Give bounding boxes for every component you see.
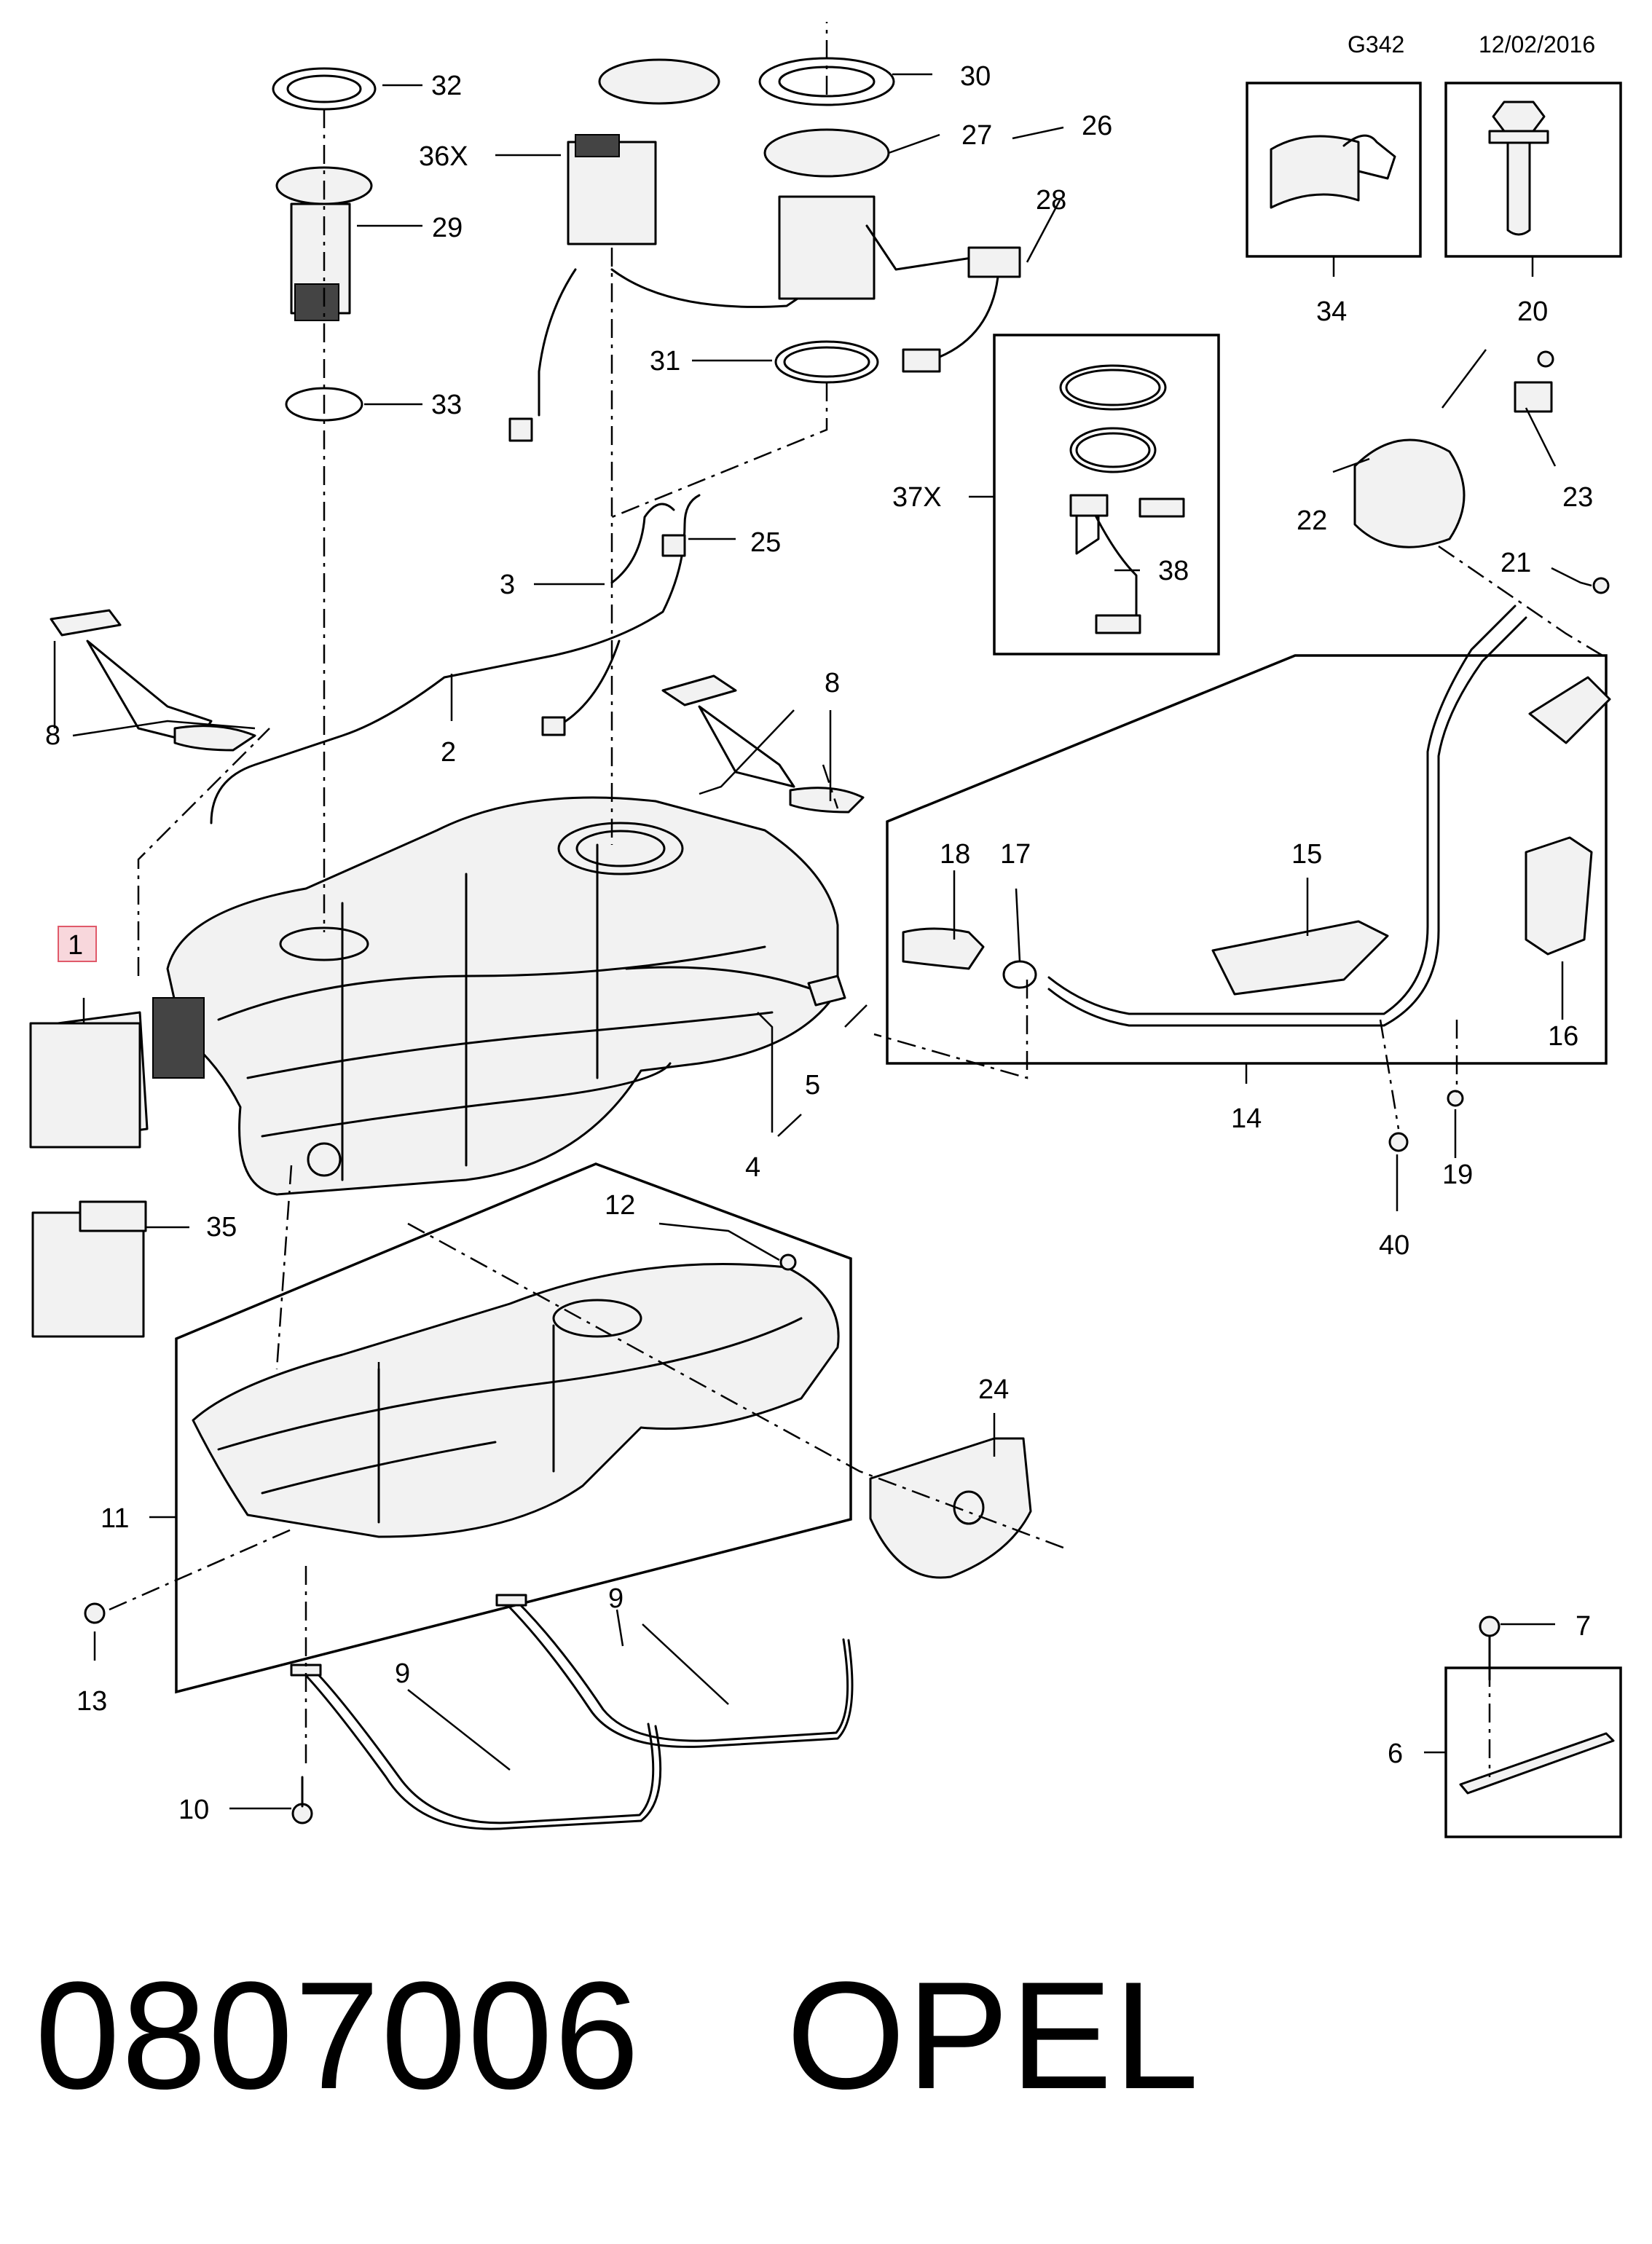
diagram-date: 12/02/2016 — [1479, 31, 1595, 58]
callout-32[interactable]: 32 — [431, 71, 462, 101]
callout-9-left[interactable]: 9 — [395, 1658, 410, 1689]
callout-18[interactable]: 18 — [940, 839, 970, 870]
part-number: 0807006 — [35, 1950, 641, 2121]
callout-38[interactable]: 38 — [1158, 556, 1189, 586]
heat-shield — [192, 1263, 840, 1538]
vapor-canister-1 — [29, 997, 205, 1149]
callout-27[interactable]: 27 — [961, 120, 992, 151]
callout-12[interactable]: 12 — [605, 1190, 635, 1221]
callout-3[interactable]: 3 — [500, 570, 515, 600]
callout-9-top[interactable]: 9 — [608, 1583, 624, 1614]
callout-13[interactable]: 13 — [76, 1686, 107, 1717]
inset-box-11 — [149, 1162, 852, 1694]
callout-37x[interactable]: 37X — [892, 482, 942, 513]
alignment-lines — [109, 22, 1603, 1777]
callout-31[interactable]: 31 — [650, 346, 680, 377]
highlight-box-part-1 — [58, 926, 97, 962]
callout-20[interactable]: 20 — [1517, 296, 1548, 327]
diagram-code: G342 — [1348, 31, 1404, 58]
callout-23[interactable]: 23 — [1562, 482, 1593, 513]
fuel-tank — [166, 796, 846, 1196]
callout-8-right[interactable]: 8 — [825, 668, 840, 698]
callout-40[interactable]: 40 — [1379, 1230, 1409, 1261]
callout-6[interactable]: 6 — [1388, 1739, 1403, 1769]
callout-11[interactable]: 11 — [101, 1503, 129, 1534]
callout-10[interactable]: 10 — [178, 1795, 209, 1825]
callout-8-left[interactable]: 8 — [45, 720, 60, 751]
callout-4[interactable]: 4 — [745, 1152, 760, 1183]
tank-straps — [290, 1594, 854, 1830]
callout-7[interactable]: 7 — [1576, 1611, 1591, 1642]
inset-box-14 — [886, 654, 1608, 1084]
callout-15[interactable]: 15 — [1291, 839, 1322, 870]
callout-35[interactable]: 35 — [206, 1212, 237, 1243]
fuel-pump-module-36x — [508, 58, 810, 442]
callout-33[interactable]: 33 — [431, 390, 462, 420]
callout-26[interactable]: 26 — [1082, 111, 1112, 141]
callout-22[interactable]: 22 — [1297, 505, 1327, 536]
callout-19[interactable]: 19 — [1442, 1160, 1473, 1190]
bracket-24 — [869, 1437, 1032, 1579]
callout-17[interactable]: 17 — [1000, 839, 1031, 870]
fuel-lines — [210, 494, 701, 824]
fuel-pump-module-27 — [758, 57, 1021, 384]
seal-pads-8 — [50, 609, 865, 814]
callout-labels: 1 2 3 4 5 6 7 8 8 9 9 9 10 11 12 13 14 1… — [45, 61, 1593, 1825]
callout-29[interactable]: 29 — [432, 213, 463, 243]
callout-25[interactable]: 25 — [750, 527, 781, 558]
callout-34[interactable]: 34 — [1316, 296, 1347, 327]
callout-16[interactable]: 16 — [1548, 1021, 1578, 1052]
callout-30[interactable]: 30 — [960, 61, 991, 92]
callout-1[interactable]: 1 — [68, 930, 83, 961]
brand-name: OPEL — [786, 1950, 1200, 2121]
inset-box-20 — [1444, 82, 1622, 277]
callout-5[interactable]: 5 — [805, 1070, 820, 1101]
vapor-canister-35 — [31, 1200, 147, 1338]
callout-14[interactable]: 14 — [1231, 1103, 1262, 1134]
inset-box-37x — [969, 334, 1220, 656]
callout-2[interactable]: 2 — [441, 737, 456, 768]
bolts — [84, 350, 1610, 1824]
callout-36x[interactable]: 36X — [419, 141, 468, 172]
fuel-pump-module-29 — [272, 67, 377, 422]
callout-28[interactable]: 28 — [1036, 185, 1066, 216]
filler-pipe — [902, 381, 1611, 1152]
inset-box-6 — [1424, 1666, 1622, 1838]
inset-box-34 — [1246, 82, 1422, 277]
leader-lines — [53, 73, 1592, 1810]
callout-21[interactable]: 21 — [1500, 548, 1531, 578]
callout-24[interactable]: 24 — [978, 1374, 1009, 1405]
